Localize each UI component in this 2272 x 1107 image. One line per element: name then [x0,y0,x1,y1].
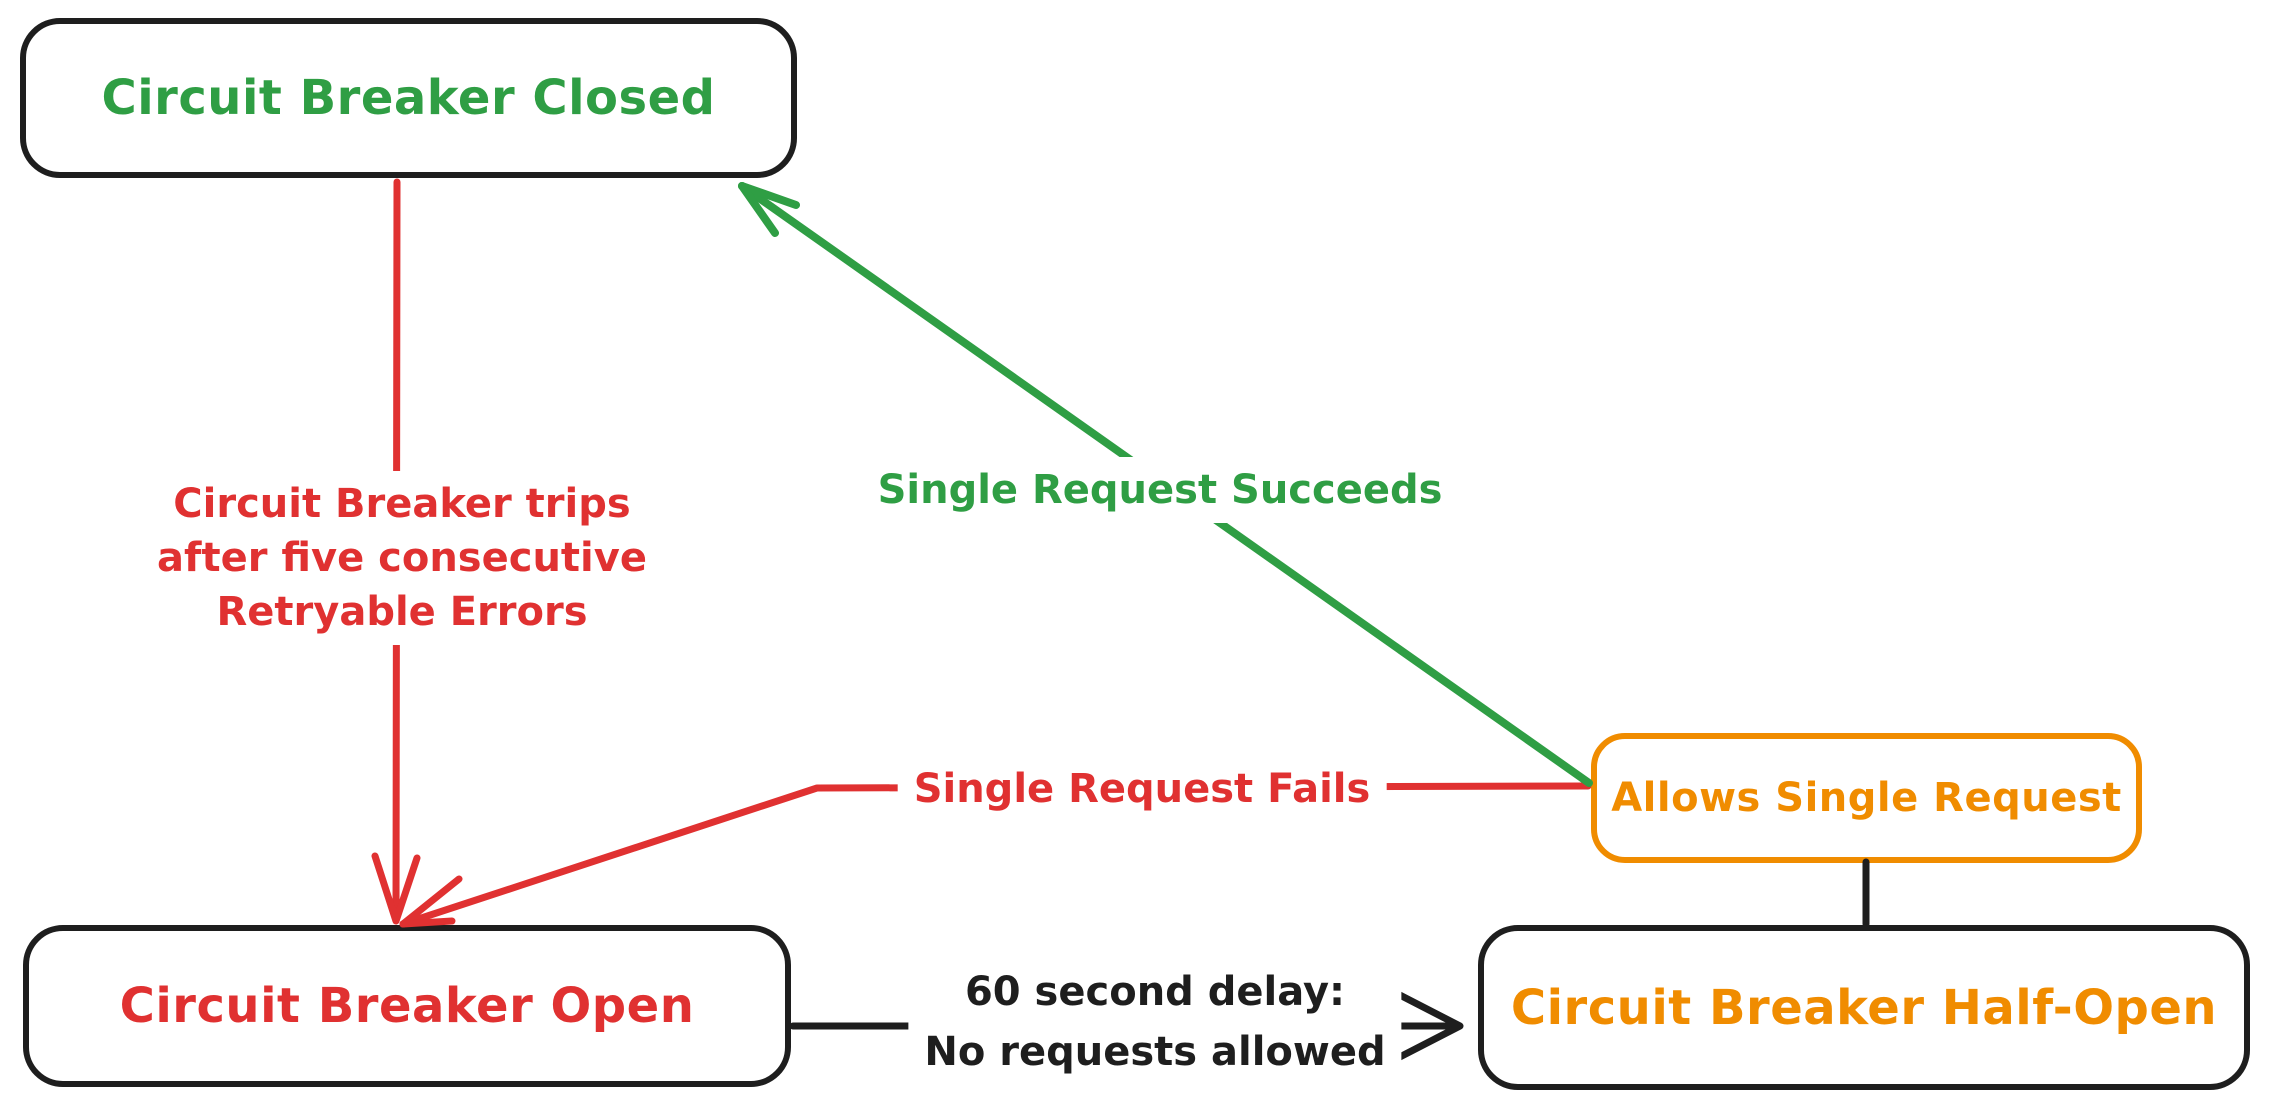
state-half-open-box: Circuit Breaker Half-Open [1478,925,2250,1090]
state-half-open-label: Circuit Breaker Half-Open [1510,979,2218,1036]
allows-single-request-box: Allows Single Request [1591,733,2142,863]
state-open-label: Circuit Breaker Open [119,978,695,1034]
arrowhead-barb [738,182,779,237]
edge-delay-label: 60 second delay: No requests allowed [908,956,1402,1088]
arrowhead-barb [738,182,800,209]
arrowhead-barb [399,917,456,928]
state-closed-box: Circuit Breaker Closed [20,18,797,178]
arrowhead-barb [399,875,463,928]
allows-single-request-label: Allows Single Request [1611,775,2122,821]
edge-succeeds-label: Single Request Succeeds [861,457,1459,523]
edge-trip-label: Circuit Breaker trips after five consecu… [141,471,663,645]
state-closed-label: Circuit Breaker Closed [101,70,716,126]
state-open-box: Circuit Breaker Open [23,925,791,1087]
edge-fails-label: Single Request Fails [897,756,1387,822]
arrowhead-right-icon [1390,988,1464,1064]
arrowhead-down-icon [371,852,421,925]
